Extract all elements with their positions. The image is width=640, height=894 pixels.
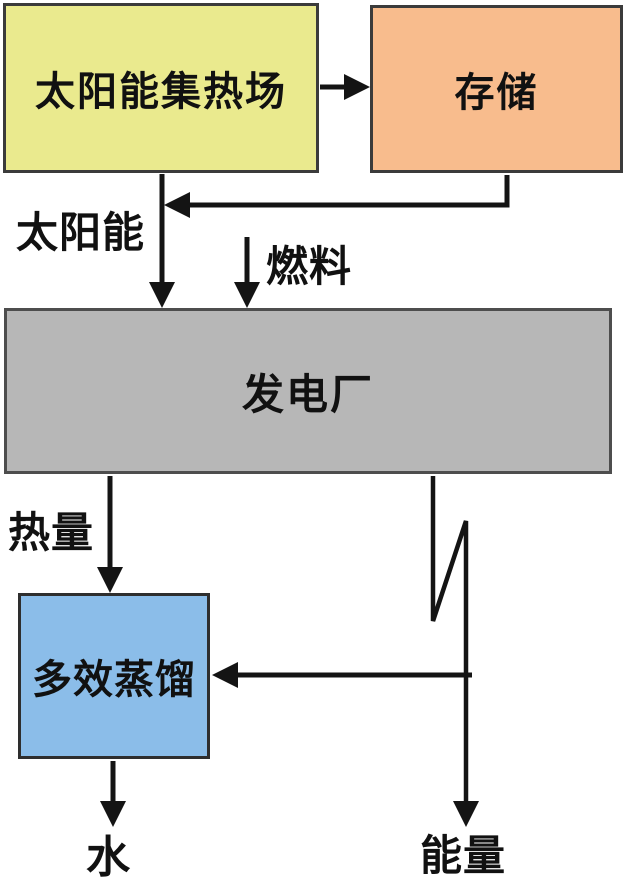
arrow-collector-to-storage <box>320 74 370 100</box>
node-power-plant: 发电厂 <box>4 308 612 474</box>
node-storage-label: 存储 <box>454 70 539 115</box>
arrow-electricity-to-distillation <box>212 662 472 688</box>
label-solar-energy: 太阳能 <box>16 211 146 257</box>
arrow-fuel-to-plant <box>234 237 260 308</box>
label-fuel: 燃料 <box>266 245 353 291</box>
arrow-collector-to-plant <box>149 174 175 308</box>
node-storage: 存储 <box>370 5 623 173</box>
arrow-heat-to-distillation <box>97 476 123 593</box>
arrow-water-out <box>100 761 126 827</box>
arrow-storage-return <box>164 175 510 218</box>
arrow-energy-zigzag <box>430 476 479 827</box>
node-multi-effect-distillation: 多效蒸馏 <box>18 593 210 759</box>
label-heat: 热量 <box>8 511 95 557</box>
node-multi-effect-distillation-label: 多效蒸馏 <box>32 657 196 702</box>
node-solar-collector-field: 太阳能集热场 <box>3 3 319 173</box>
node-power-plant-label: 发电厂 <box>241 372 374 419</box>
node-solar-collector-field-label: 太阳能集热场 <box>35 69 287 114</box>
label-water: 水 <box>86 833 131 882</box>
label-energy: 能量 <box>420 834 507 880</box>
